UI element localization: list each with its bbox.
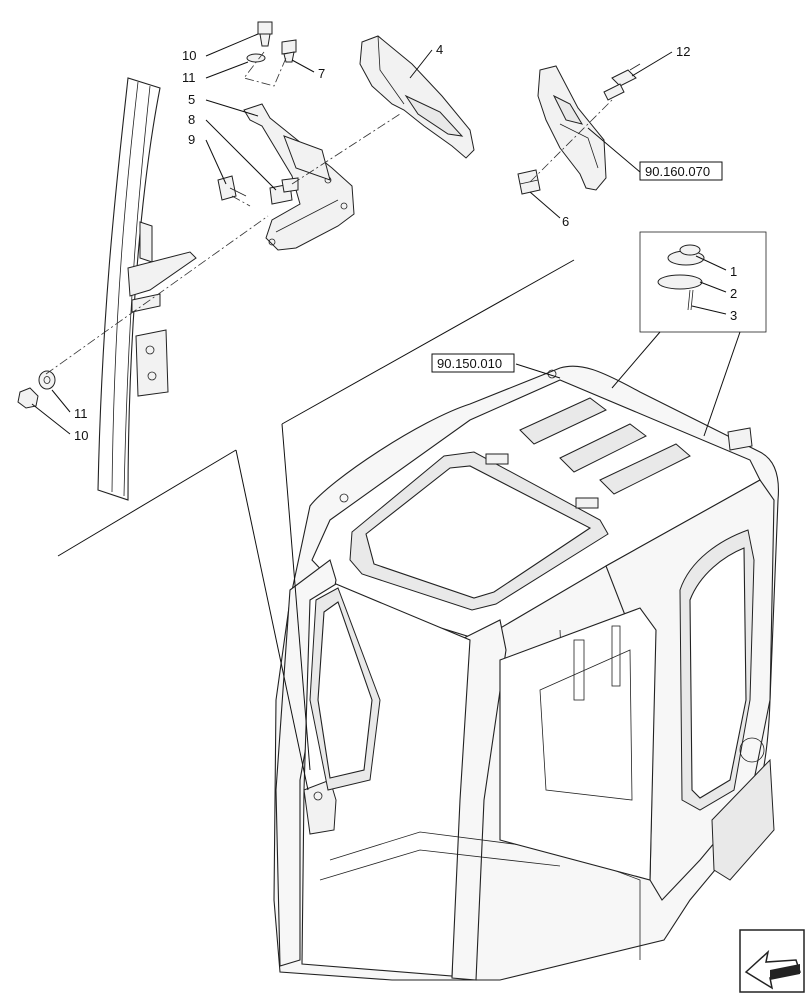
- callout-10-top: 10: [182, 48, 196, 63]
- callout-8: 8: [188, 112, 195, 127]
- callout-3: 3: [730, 308, 737, 323]
- window-pillar-strip: [97, 77, 197, 501]
- cover-part-4: [359, 35, 475, 159]
- reference-boxes: 90.160.070 90.150.010: [431, 161, 723, 373]
- callout-6: 6: [562, 214, 569, 229]
- bracket-assembly: [217, 21, 355, 251]
- callout-2: 2: [730, 286, 737, 301]
- callout-1: 1: [730, 264, 737, 279]
- callout-9: 9: [188, 132, 195, 147]
- cab-structure: [273, 365, 780, 981]
- callout-5: 5: [188, 92, 195, 107]
- detail-box: [639, 231, 767, 333]
- interior-panel-assembly: [517, 63, 641, 195]
- ref-interior-panel: 90.160.070: [645, 164, 710, 179]
- callout-4: 4: [436, 42, 443, 57]
- callout-7: 7: [318, 66, 325, 81]
- callout-11-top: 11: [182, 70, 196, 85]
- lower-fasteners: [17, 370, 56, 409]
- ref-cab: 90.150.010: [437, 356, 502, 371]
- callout-11-bottom: 11: [74, 406, 88, 421]
- orientation-arrow-icon: [739, 929, 805, 993]
- leader-lines: [31, 33, 741, 791]
- callout-12: 12: [676, 44, 690, 59]
- assembly-lines: [45, 51, 613, 375]
- callout-10-bottom: 10: [74, 428, 88, 443]
- callout-labels: 10 11 7 5 8 9 4 12 6 1 2 3 11 10: [74, 42, 737, 443]
